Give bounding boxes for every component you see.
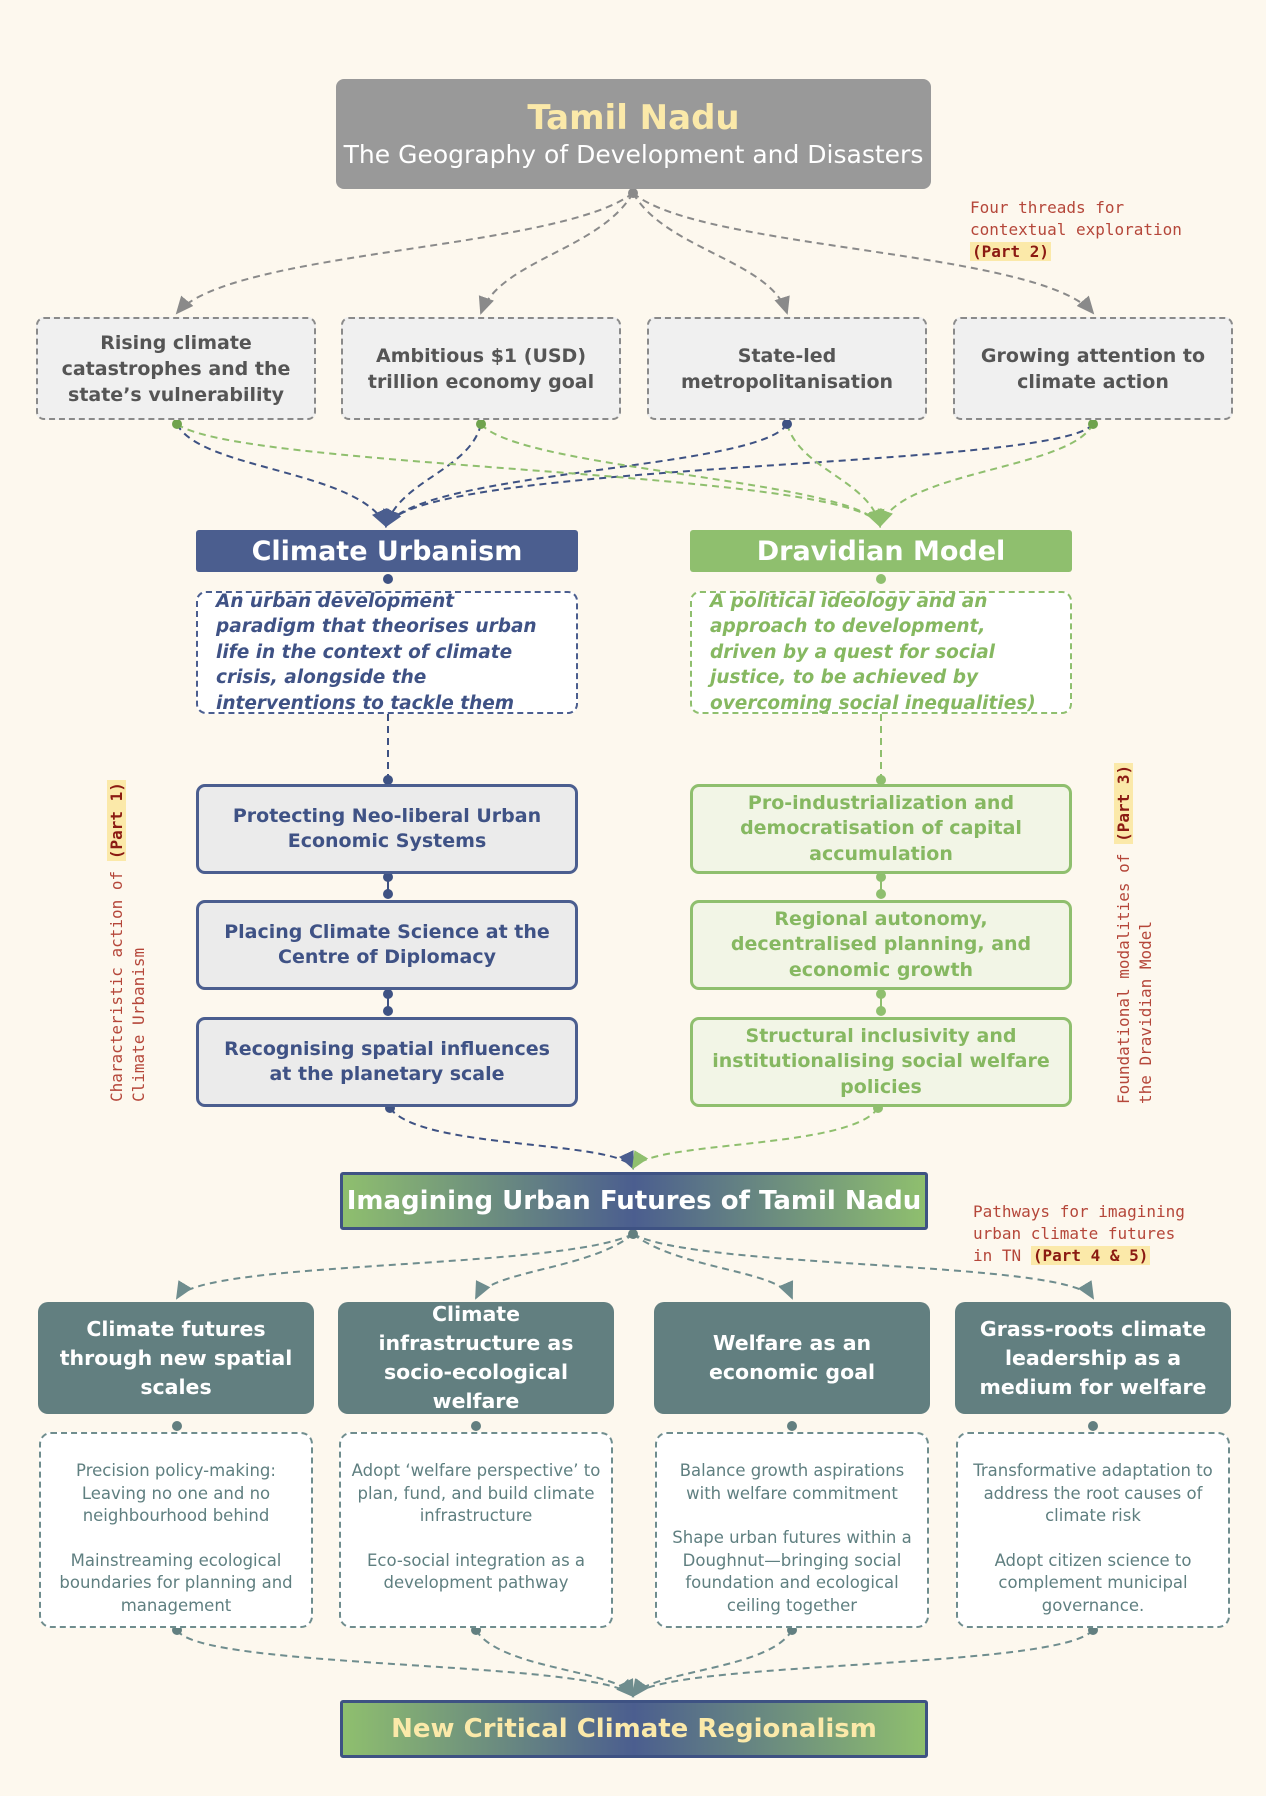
thread-climate-action: Growing attention to climate action <box>953 317 1233 420</box>
pathway-details: Precision policy-making: Leaving no one … <box>39 1432 313 1628</box>
thread-metropolitanisation: State-led metropolitanisation <box>647 317 927 420</box>
dravidian-model-item: Regional autonomy, decentralised plannin… <box>690 900 1072 990</box>
dravidian-model-side-note: Foundational modalities of (Part 3) the … <box>1114 762 1155 1104</box>
pathway-details: Transformative adaptation to address the… <box>956 1432 1230 1628</box>
pathway-header: Welfare as an economic goal <box>654 1302 930 1414</box>
pathways-note: Pathways for imagining urban climate fut… <box>973 1202 1185 1265</box>
climate-urbanism-item: Placing Climate Science at the Centre of… <box>196 900 578 990</box>
pathway-header: Grass-roots climate leadership as a medi… <box>955 1302 1231 1414</box>
thread-climate-catastrophes: Rising climate catastrophes and the stat… <box>36 317 316 420</box>
threads-note: Four threads for contextual exploration … <box>970 198 1182 261</box>
dravidian-model-item: Structural inclusivity and institutional… <box>690 1017 1072 1107</box>
climate-urbanism-side-note: Characteristic action of (Part 1) Climat… <box>107 780 148 1102</box>
new-critical-climate-regionalism: New Critical Climate Regionalism <box>340 1700 928 1758</box>
dravidian-model-description: A political ideology and an approach to … <box>690 591 1072 714</box>
pathway-details: Adopt ‘welfare perspective’ to plan, fun… <box>339 1432 613 1628</box>
title-box: Tamil Nadu The Geography of Development … <box>336 79 931 189</box>
thread-trillion-economy: Ambitious $1 (USD) trillion economy goal <box>341 317 621 420</box>
dravidian-model-header: Dravidian Model <box>690 530 1072 572</box>
imagining-urban-futures: Imagining Urban Futures of Tamil Nadu <box>340 1172 928 1230</box>
pathway-details: Balance growth aspirations with welfare … <box>655 1432 929 1628</box>
diagram-subtitle: The Geography of Development and Disaste… <box>343 140 924 169</box>
climate-urbanism-item: Protecting Neo-liberal Urban Economic Sy… <box>196 784 578 874</box>
threads-note-part: (Part 2) <box>970 242 1052 261</box>
climate-urbanism-item: Recognising spatial influences at the pl… <box>196 1017 578 1107</box>
pathway-header: Climate infrastructure as socio-ecologic… <box>338 1302 614 1414</box>
dravidian-model-item: Pro-industrialization and democratisatio… <box>690 784 1072 874</box>
climate-urbanism-header: Climate Urbanism <box>196 530 578 572</box>
pathway-header: Climate futures through new spatial scal… <box>38 1302 314 1414</box>
diagram-title: Tamil Nadu <box>527 98 740 138</box>
climate-urbanism-description: An urban development paradigm that theor… <box>196 591 578 714</box>
